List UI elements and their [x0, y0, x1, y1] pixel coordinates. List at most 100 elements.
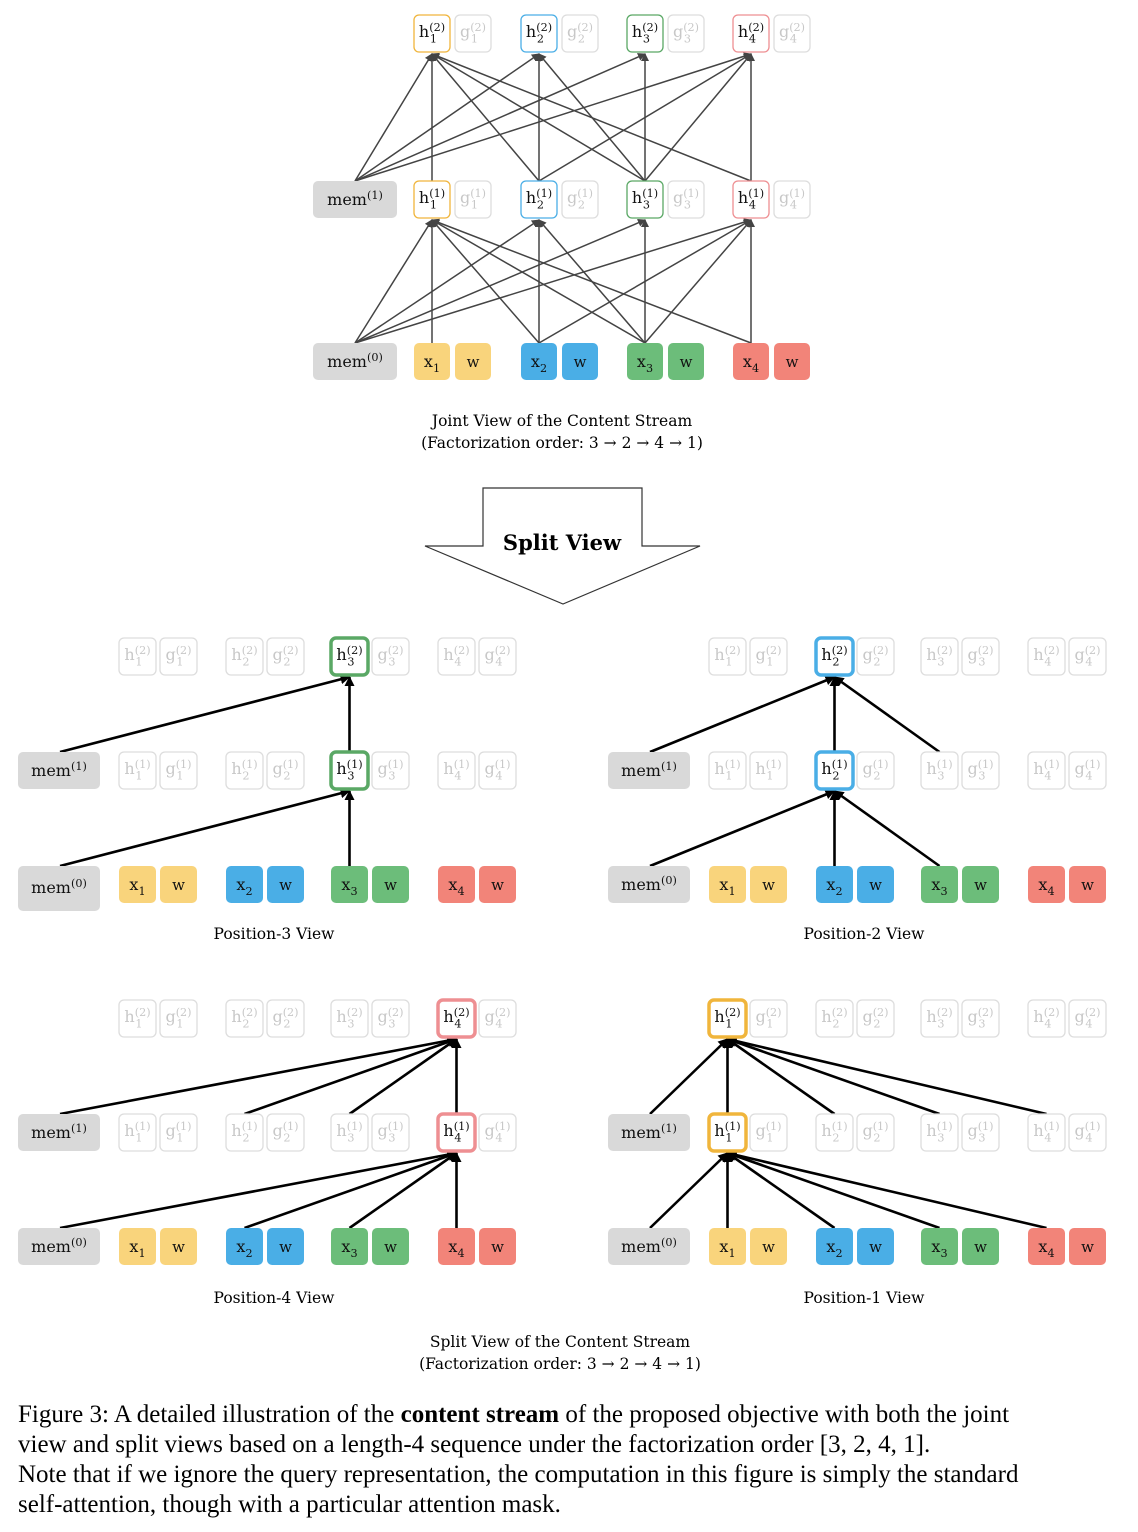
w-box	[857, 1228, 894, 1265]
g-label: g(2)1	[755, 644, 781, 669]
g-label: g(1)3	[967, 1120, 993, 1145]
joint-edge	[354, 53, 433, 182]
mem-0-box	[608, 866, 690, 903]
mem-1-label: mem(1)	[621, 760, 677, 780]
g-box	[371, 751, 410, 790]
split-arrow-shape	[424, 487, 701, 605]
h-box	[815, 999, 854, 1038]
x-box	[1028, 866, 1065, 903]
caption-line-4: self-attention, though with a particular…	[18, 1491, 561, 1518]
h-box	[330, 999, 369, 1038]
h-box	[225, 637, 264, 676]
h-label: h(1)4	[1033, 758, 1059, 783]
split-panel-title: Position-2 View	[804, 925, 926, 943]
joint-edge	[431, 219, 540, 344]
x-label: x2	[826, 875, 842, 898]
g-box	[371, 1113, 410, 1152]
g-label: g(2)3	[377, 644, 403, 669]
g-label: g(2)2	[862, 644, 888, 669]
caption-rest: of the proposed objective with both the …	[559, 1401, 1010, 1428]
x-label: x3	[931, 1237, 947, 1260]
g-box	[561, 180, 599, 219]
x-box	[414, 343, 450, 380]
split-caption-line2: (Factorization order: 3 → 2 → 4 → 1)	[419, 1355, 701, 1373]
x-label: x3	[341, 875, 357, 898]
x-label: x2	[826, 1237, 842, 1260]
split-edge-mem	[649, 1152, 729, 1229]
g-label: g(1)2	[272, 758, 298, 783]
w-box	[1069, 1228, 1106, 1265]
h-label: h(2)4	[1033, 1006, 1059, 1031]
h-label: h(1)4	[443, 1120, 469, 1145]
g-box	[667, 180, 705, 219]
joint-edge	[538, 219, 646, 344]
mem-0-label: mem(0)	[31, 877, 87, 897]
h-label: h(2)4	[443, 1006, 469, 1031]
h-label: h(1)3	[926, 758, 952, 783]
w-label: w	[574, 353, 587, 371]
x-label: x4	[448, 1237, 464, 1260]
h-label: h(1)1	[419, 187, 445, 212]
h-label: h(1)4	[443, 758, 469, 783]
w-box	[455, 343, 491, 380]
g-label: g(2)2	[862, 1006, 888, 1031]
split-edge	[348, 1037, 458, 1116]
joint-caption-line2: (Factorization order: 3 → 2 → 4 → 1)	[421, 434, 703, 452]
g-label: g(1)4	[1074, 758, 1100, 783]
g-box	[561, 14, 599, 53]
joint-edge	[538, 53, 752, 182]
g-box	[1068, 637, 1107, 676]
w-label: w	[1081, 1238, 1094, 1256]
caption-line-3: Note that if we ignore the query represe…	[18, 1461, 1019, 1488]
mem-1-label: mem(1)	[327, 189, 383, 209]
w-label: w	[974, 876, 987, 894]
mem-0-label: mem(0)	[31, 1236, 87, 1256]
x-box	[733, 343, 769, 380]
split-edge	[726, 1151, 836, 1230]
g-label: g(2)3	[967, 1006, 993, 1031]
mem-0-label: mem(0)	[327, 351, 383, 371]
h-box	[118, 999, 157, 1038]
g-box	[856, 637, 895, 676]
g-box	[478, 637, 517, 676]
joint-edge	[354, 219, 540, 344]
h-box	[520, 180, 558, 219]
g-box	[159, 1113, 198, 1152]
h-box	[732, 14, 770, 53]
w-label: w	[762, 1238, 775, 1256]
h-label: h(1)2	[231, 1120, 257, 1145]
h-box	[118, 751, 157, 790]
g-label: h(1)1	[755, 758, 781, 783]
x-label: x2	[236, 875, 252, 898]
h-label: h(2)3	[926, 644, 952, 669]
joint-edges	[354, 52, 755, 344]
g-label: g(1)1	[460, 187, 486, 212]
x-box	[438, 1228, 475, 1265]
h-box	[1027, 751, 1066, 790]
mem-0-label: mem(0)	[621, 874, 677, 894]
x-box	[331, 866, 368, 903]
x-label: x4	[743, 352, 759, 375]
caption-bold: content stream	[400, 1401, 560, 1428]
h-label: h(1)3	[336, 758, 362, 783]
g-box	[478, 999, 517, 1038]
split-edge-mem	[59, 674, 351, 754]
g-box	[856, 999, 895, 1038]
figure-caption: Figure 3: A detailed illustration of the…	[18, 1400, 1118, 1520]
x-box	[921, 1228, 958, 1265]
g-box	[159, 999, 198, 1038]
g-box	[266, 637, 305, 676]
mem-0-box	[18, 866, 100, 911]
x-label: x2	[531, 352, 547, 375]
active-h-box	[814, 636, 855, 677]
joint-edge	[354, 53, 646, 182]
split-edge-mem	[649, 675, 836, 754]
w-box	[1069, 866, 1106, 903]
x-box	[119, 866, 156, 903]
h-label: h(2)1	[124, 644, 150, 669]
g-box	[856, 1113, 895, 1152]
split-edge-mem	[649, 789, 836, 868]
split-edge	[726, 1037, 940, 1116]
